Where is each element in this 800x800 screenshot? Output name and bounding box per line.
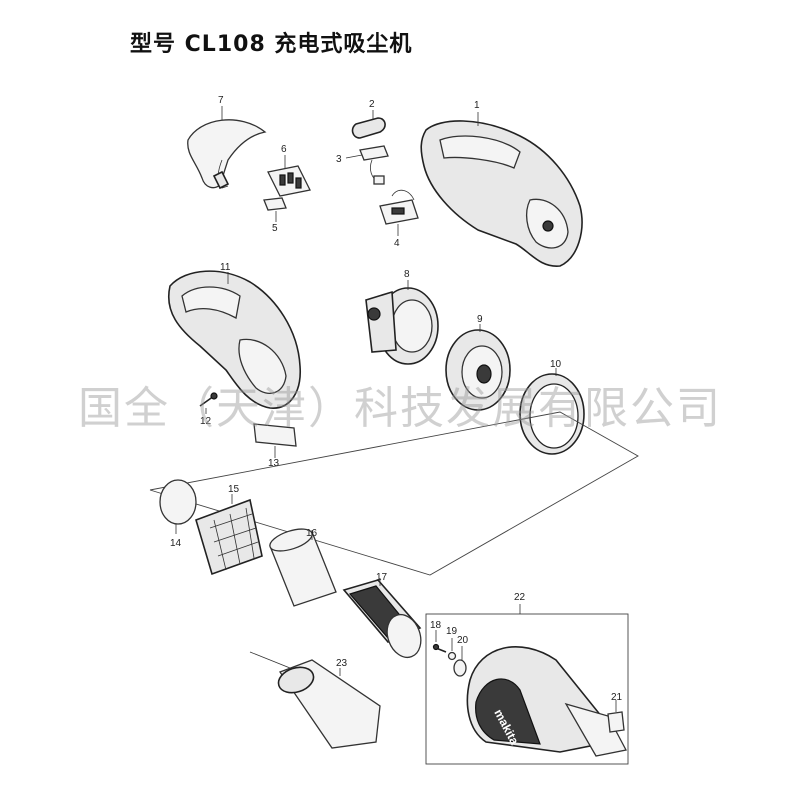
part-12-screw	[199, 392, 218, 414]
label-part-13: 13	[268, 458, 280, 469]
label-part-7: 7	[218, 95, 224, 106]
label-part-1: 1	[474, 100, 480, 111]
part-6-switch-board	[267, 155, 311, 197]
page-title: 型号 CL108 充电式吸尘机	[130, 32, 413, 57]
label-part-21: 21	[611, 692, 623, 703]
part-11-handle-housing	[167, 270, 301, 409]
part-19-washer	[447, 638, 457, 661]
part-1-housing-half	[420, 112, 583, 267]
part-22-group-box	[425, 613, 629, 765]
part-4-controller	[379, 189, 419, 236]
part-16-cloth-filter	[269, 528, 337, 607]
part-23-nozzle	[249, 651, 381, 749]
part-2-switch-button	[351, 110, 386, 139]
part-18-screw	[432, 630, 447, 653]
label-part-10: 10	[550, 359, 562, 370]
label-part-9: 9	[477, 314, 483, 325]
label-part-6: 6	[281, 144, 287, 155]
label-part-4: 4	[394, 238, 400, 249]
part-5-pad	[263, 197, 287, 222]
label-part-18: 18	[430, 620, 442, 631]
part-17-prefilter	[342, 578, 422, 659]
label-part-15: 15	[228, 484, 240, 495]
label-part-23: 23	[336, 658, 348, 669]
part-8-motor	[365, 280, 439, 365]
part-15-filter-cage	[195, 494, 263, 576]
label-part-5: 5	[272, 223, 278, 234]
label-part-20: 20	[457, 635, 469, 646]
label-part-19: 19	[446, 626, 458, 637]
part-7-hanger-clip	[187, 106, 267, 190]
part-3-switch	[345, 145, 389, 185]
label-part-11: 11	[220, 262, 231, 273]
label-part-17: 17	[376, 572, 388, 583]
part-21-label	[607, 700, 625, 733]
label-part-2: 2	[369, 99, 375, 110]
part-10-ring	[519, 368, 585, 455]
dust-case: makita	[466, 646, 627, 757]
label-part-22: 22	[514, 592, 526, 603]
part-9-fan	[445, 324, 511, 411]
label-part-8: 8	[404, 269, 410, 280]
label-part-3: 3	[336, 154, 342, 165]
label-part-16: 16	[306, 528, 318, 539]
label-part-12: 12	[200, 416, 212, 427]
part-14-filter-disc	[159, 479, 197, 534]
assembly-frame-line	[149, 411, 639, 576]
label-part-14: 14	[170, 538, 182, 549]
part-13-label-plate	[253, 423, 297, 458]
part-20-latch	[453, 646, 467, 677]
